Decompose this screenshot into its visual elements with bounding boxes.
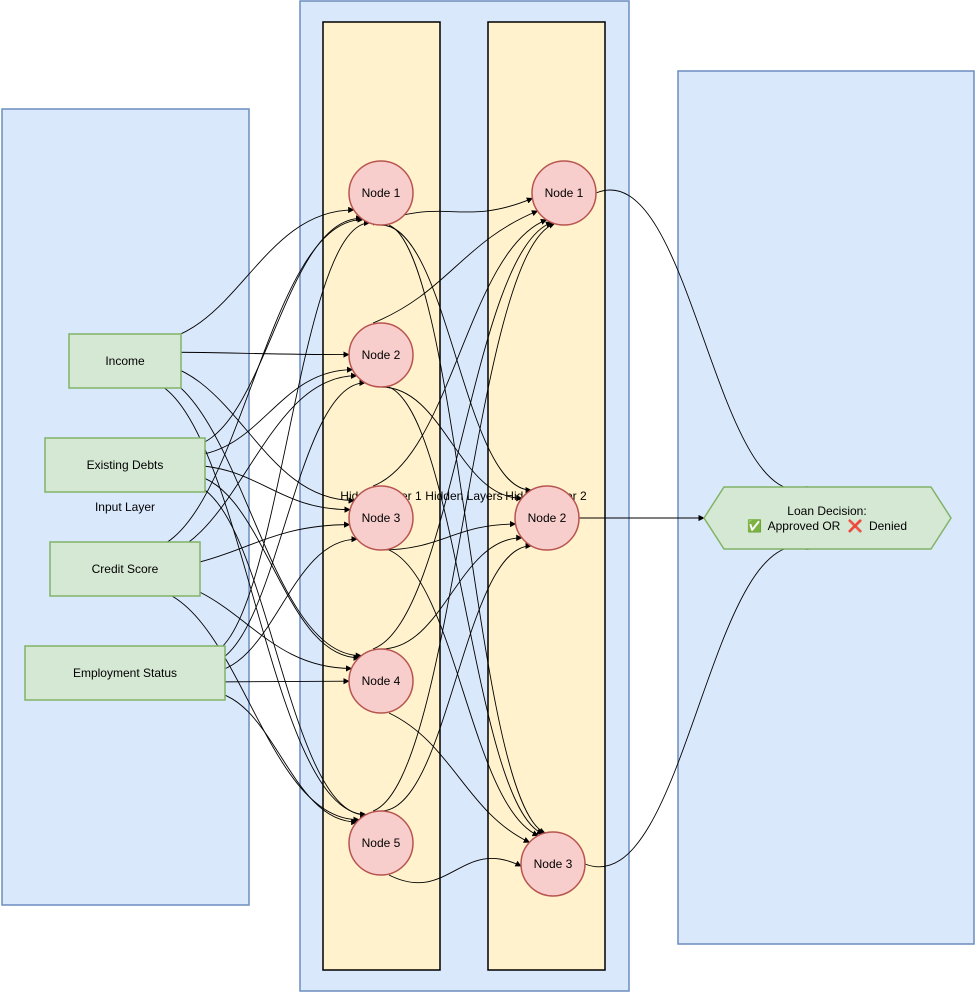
node-label: Node 2: [362, 348, 401, 362]
node-label: Node 5: [362, 836, 401, 850]
output-loan-decision: Loan Decision: ✅ Approved OR ❌ Denied: [703, 486, 952, 550]
edge-hidden1-to-hidden2: [372, 210, 539, 324]
edge-hidden1-to-hidden2: [380, 386, 523, 502]
edge-hidden1-to-hidden2: [380, 542, 532, 812]
approved-icon: ✅: [747, 519, 762, 533]
edge-hidden1-to-hidden2: [380, 520, 517, 551]
hidden1-node-1: Node 1: [348, 160, 414, 226]
edge-input-to-hidden1: [139, 378, 367, 818]
edge-hidden1-to-hidden2: [388, 224, 546, 834]
edge-input-to-hidden1: [184, 215, 363, 448]
edge-hidden1-to-hidden2: [380, 224, 532, 494]
node-label: Node 3: [362, 511, 401, 525]
denied-icon: ❌: [848, 519, 863, 533]
edge-input-to-hidden1: [184, 464, 351, 513]
edge-hidden1-to-hidden2: [388, 549, 539, 837]
input-credit-score: Credit Score: [49, 541, 201, 597]
node-label: Node 4: [362, 674, 401, 688]
approved-text: Approved OR: [768, 519, 841, 533]
edge-hidden1-to-hidden2: [380, 534, 523, 650]
hidden1-node-2: Node 2: [348, 322, 414, 388]
edge-hidden1-to-hidden2: [388, 712, 531, 843]
node-label: Node 1: [545, 186, 584, 200]
hidden1-node-4: Node 4: [348, 648, 414, 714]
hidden2-node-3: Node 3: [520, 831, 586, 897]
edge-input-to-hidden1: [139, 586, 360, 823]
hidden2-node-1: Node 1: [531, 160, 597, 226]
denied-text: Denied: [869, 519, 907, 533]
edge-hidden1-to-hidden2: [372, 222, 556, 812]
input-label: Existing Debts: [87, 458, 164, 472]
input-layer-container: [1, 108, 250, 906]
edge-input-to-hidden1: [204, 690, 358, 826]
edge-hidden1-to-hidden2: [388, 857, 522, 884]
edges: [139, 189, 813, 884]
edge-input-to-hidden1: [184, 366, 354, 457]
output-line1: Loan Decision:: [787, 504, 866, 518]
input-employment-status: Employment Status: [24, 645, 226, 701]
edge-input-to-hidden1: [184, 482, 367, 819]
edge-input-to-hidden1: [204, 536, 358, 674]
edge-input-to-hidden1: [204, 379, 366, 665]
node-label: Node 3: [534, 857, 573, 871]
hidden-layers-label: Hidden Layers: [425, 489, 502, 503]
edge-hidden2-to-output: [584, 544, 813, 868]
edge-input-to-hidden1: [204, 219, 371, 656]
edge-hidden1-to-hidden2: [372, 218, 548, 487]
edge-input-to-hidden1: [139, 216, 364, 552]
input-income: Income: [68, 333, 182, 389]
input-layer-label: Input Layer: [95, 500, 155, 514]
edge-input-to-hidden1: [184, 473, 360, 661]
output-line2: ✅ Approved OR ❌ Denied: [747, 519, 907, 533]
input-existing-debts: Existing Debts: [44, 437, 206, 493]
hidden1-node-5: Node 5: [348, 810, 414, 876]
edge-hidden1-to-hidden2: [372, 221, 553, 650]
hidden1-node-3: Node 3: [348, 485, 414, 551]
node-label: Node 2: [528, 511, 567, 525]
hidden2-node-2: Node 2: [514, 485, 580, 551]
input-label: Income: [105, 354, 145, 368]
input-label: Employment Status: [73, 666, 177, 680]
edge-hidden1-to-hidden2: [388, 386, 544, 835]
input-label: Credit Score: [92, 562, 159, 576]
node-label: Node 1: [362, 186, 401, 200]
edge-hidden2-to-output: [595, 189, 813, 493]
